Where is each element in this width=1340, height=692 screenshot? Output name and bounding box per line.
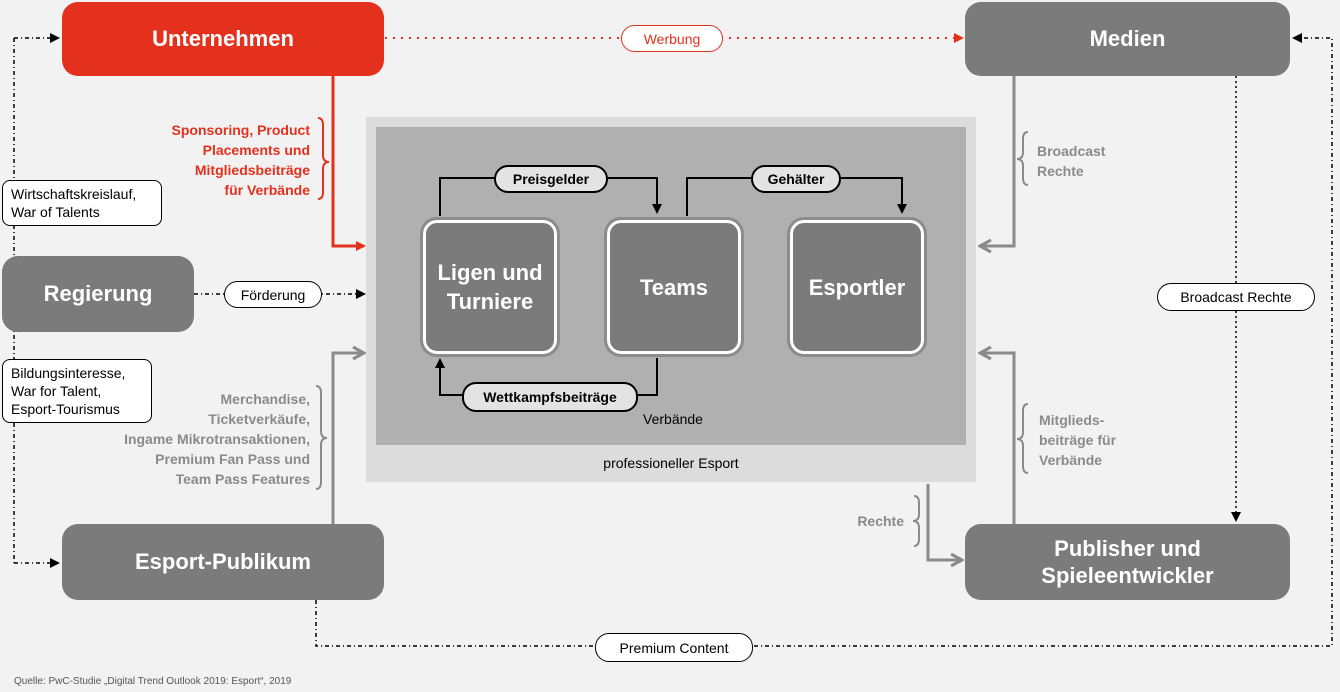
rechte-label: Rechte bbox=[857, 513, 904, 529]
verbaende-label: Verbände bbox=[643, 411, 703, 427]
premium-content-pill: Premium Content bbox=[595, 633, 753, 662]
sponsoring-brace bbox=[317, 117, 330, 200]
rechte-brace bbox=[912, 495, 920, 547]
mitglieds-connector bbox=[980, 353, 1016, 524]
node-teams: Teams bbox=[604, 217, 744, 357]
wirtschaftskreislauf-note: Wirtschaftskreislauf, War of Talents bbox=[2, 180, 162, 226]
bildungsinteresse-note: Bildungsinteresse, War for Talent, Espor… bbox=[2, 359, 152, 423]
node-medien: Medien bbox=[965, 2, 1290, 76]
wettkampfsbeitraege-pill: Wettkampfsbeiträge bbox=[462, 382, 638, 412]
broadcast-connector bbox=[980, 76, 1016, 246]
gehaelter-pill: Gehälter bbox=[751, 165, 841, 193]
source-note: Quelle: PwC-Studie „Digital Trend Outloo… bbox=[14, 676, 292, 687]
mitglieds-brace bbox=[1016, 403, 1029, 474]
mitglieds-label: Mitglieds- beiträge für Verbände bbox=[1039, 412, 1117, 468]
node-unternehmen: Unternehmen bbox=[62, 2, 384, 76]
broadcast-label: Broadcast Rechte bbox=[1037, 143, 1106, 179]
foerderung-pill: Förderung bbox=[224, 281, 322, 308]
node-regierung: Regierung bbox=[2, 256, 194, 332]
merchandise-connector bbox=[331, 353, 364, 524]
node-esportler: Esportler bbox=[787, 217, 927, 357]
broadcast-rechte-pill: Broadcast Rechte bbox=[1157, 283, 1315, 311]
sponsoring-connector bbox=[331, 76, 366, 251]
sponsoring-label: Sponsoring, Product Placements und Mitgl… bbox=[171, 122, 310, 198]
professioneller-esport-label: professioneller Esport bbox=[603, 455, 739, 471]
merchandise-label: Merchandise, Ticketverkäufe, Ingame Mikr… bbox=[124, 391, 310, 487]
node-ligen-turniere: Ligen und Turniere bbox=[420, 217, 560, 357]
preisgelder-pill: Preisgelder bbox=[494, 165, 608, 193]
merchandise-brace bbox=[315, 385, 328, 490]
werbung-pill: Werbung bbox=[621, 25, 723, 52]
node-esport-publikum: Esport-Publikum bbox=[62, 524, 384, 600]
broadcast-brace bbox=[1016, 131, 1029, 186]
rechte-connector bbox=[926, 484, 962, 560]
node-publisher: Publisher und Spieleentwickler bbox=[965, 524, 1290, 600]
